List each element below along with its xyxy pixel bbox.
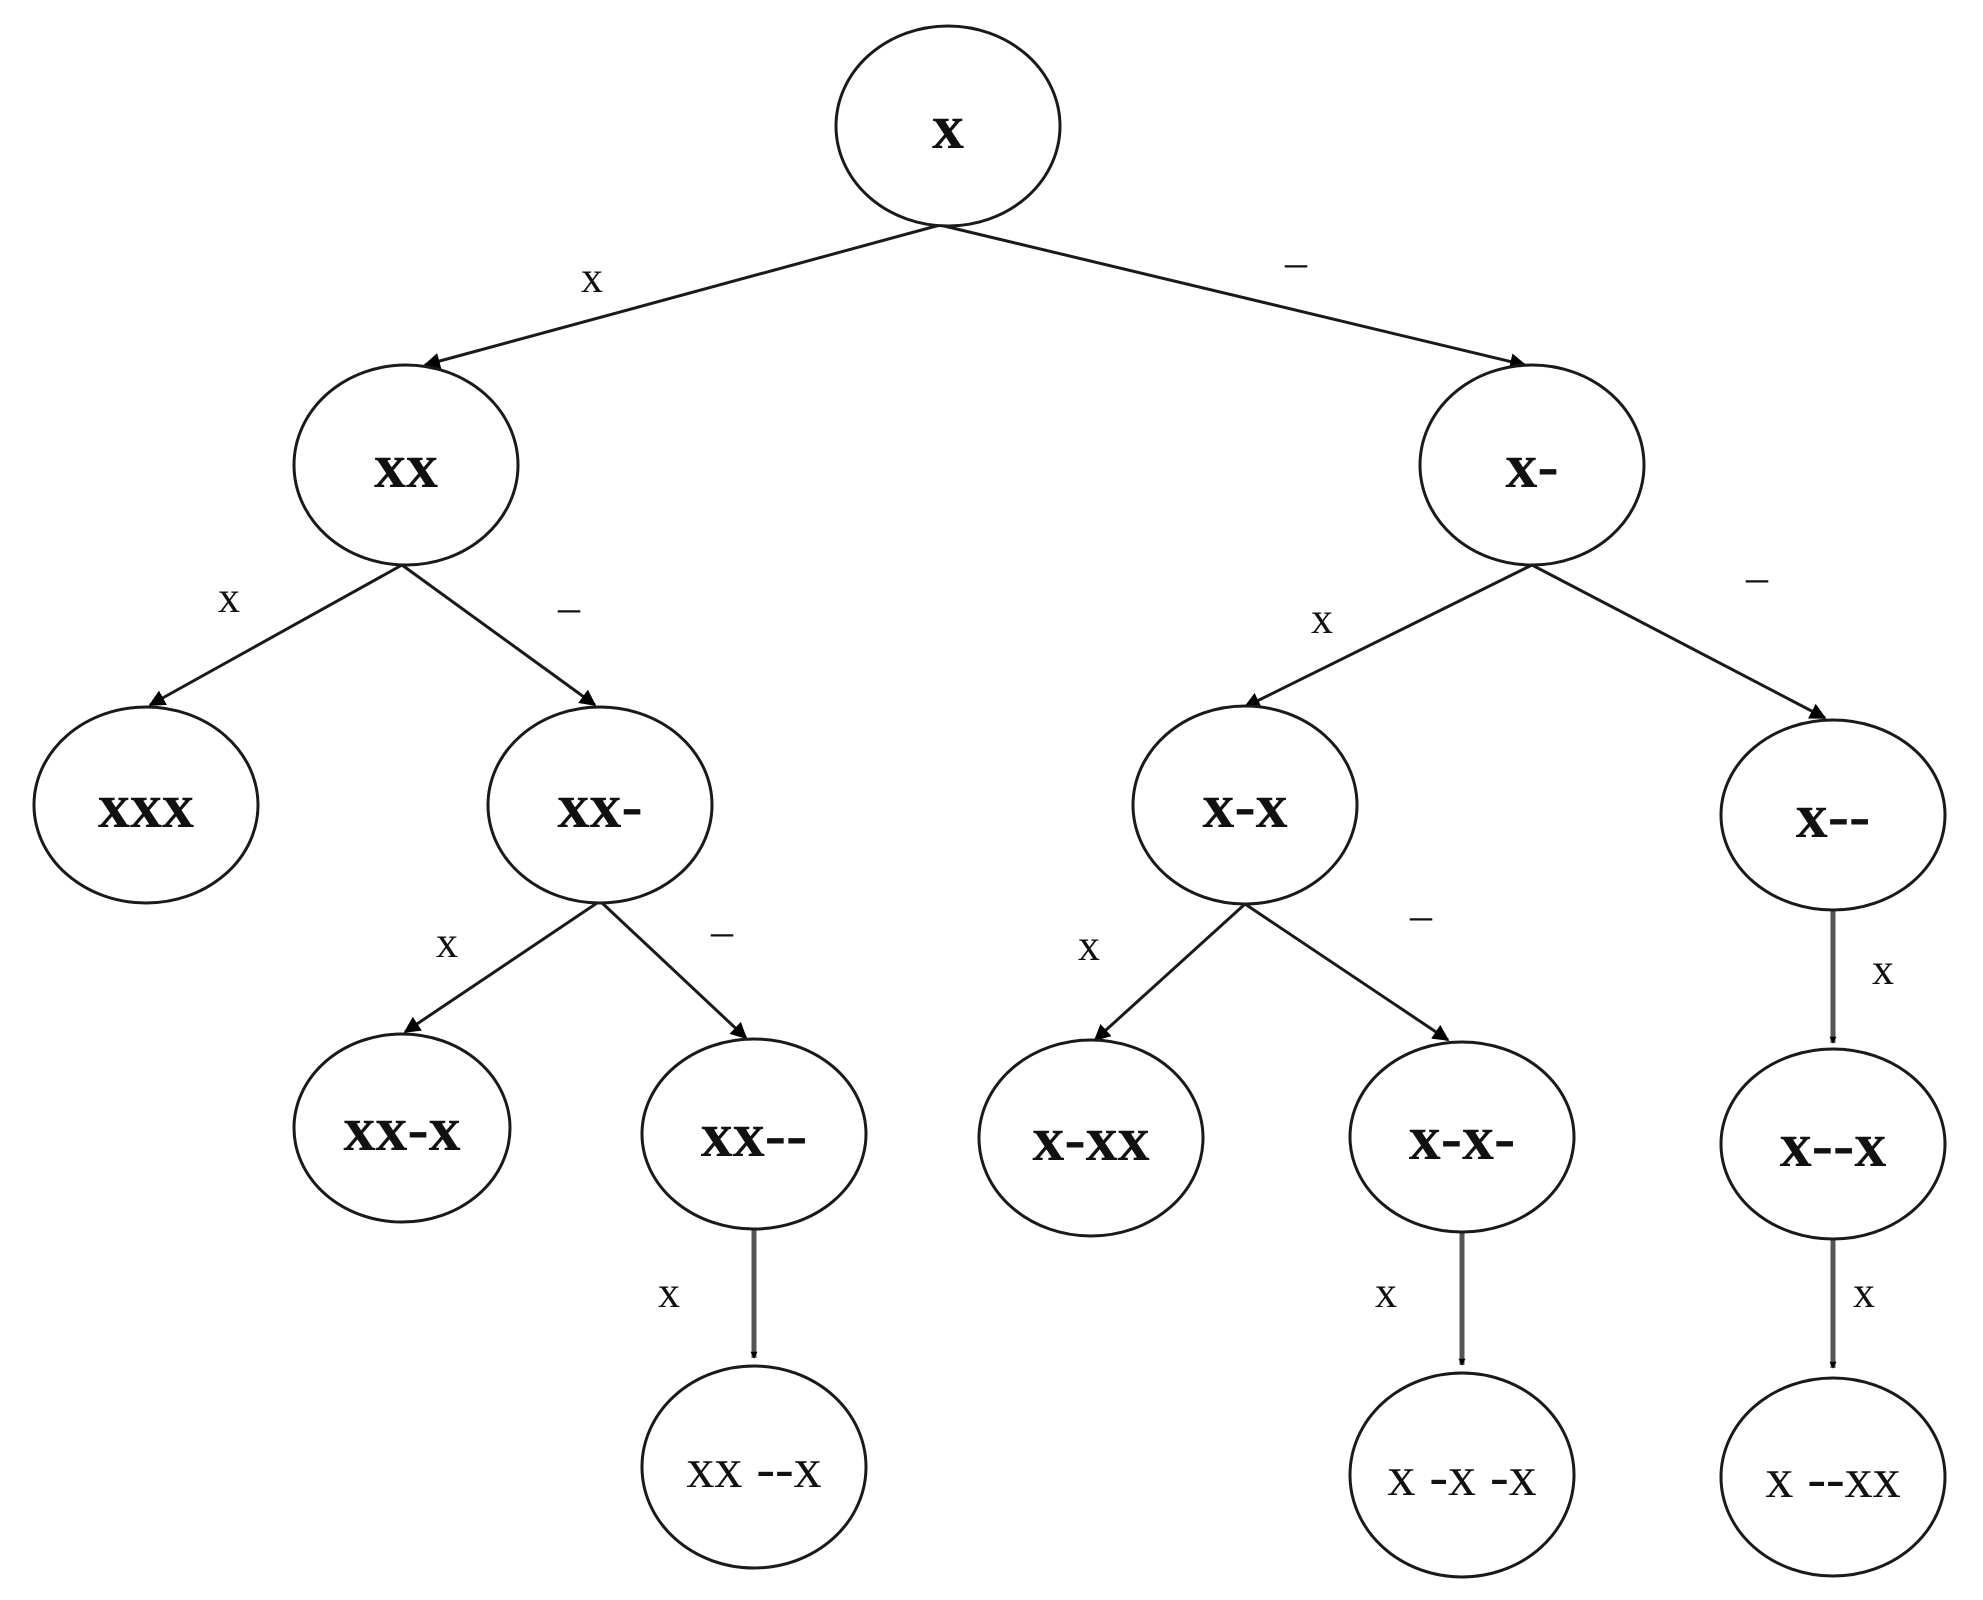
node-label: xx-	[557, 770, 642, 841]
edge-labels: x – x – x – x – x – x x x x	[218, 238, 1894, 1317]
edge-xx-dash-to-xx-dash-dash	[598, 899, 748, 1040]
edge-label: –	[1745, 553, 1769, 602]
node: xx --x	[640, 1364, 868, 1570]
node: x-x	[1131, 704, 1359, 906]
node: x-x-	[1348, 1040, 1576, 1234]
edge-label: x	[436, 918, 458, 967]
node-ellipse	[977, 1038, 1205, 1238]
node-label: x-x-	[1409, 1102, 1516, 1173]
edge-x-dash-to-x-x	[1243, 563, 1533, 709]
edge-label: –	[1409, 891, 1433, 940]
node-ellipse	[1719, 718, 1947, 912]
node-ellipse	[486, 705, 714, 905]
edge-label: x	[1853, 1268, 1875, 1317]
node: x -x -x	[1348, 1371, 1576, 1579]
node-label: x --xx	[1765, 1448, 1900, 1510]
node-label: x	[932, 91, 964, 162]
edge-label: x	[658, 1268, 680, 1317]
edge-xx-dash-to-xx-x	[403, 899, 601, 1034]
edge-x-to-x-dash	[939, 223, 1527, 370]
node: xxx	[32, 705, 260, 905]
node-ellipse	[292, 1032, 512, 1224]
edges	[148, 223, 1837, 1369]
node-label: x -x -x	[1387, 1446, 1536, 1508]
node-label: x-x	[1202, 770, 1287, 841]
node-ellipse	[1348, 1371, 1576, 1579]
edge-label: x	[1375, 1268, 1397, 1317]
edge-xx-to-xx-dash	[401, 563, 597, 707]
nodes: x xx x- xxx xx- x-x x-- xx-x	[32, 24, 1947, 1579]
edge-label: –	[557, 583, 581, 632]
node-label: xxx	[98, 770, 194, 841]
edge-label: –	[710, 907, 734, 956]
node: xx--	[640, 1037, 868, 1231]
edge-x-to-xx	[423, 223, 941, 370]
node-ellipse	[834, 24, 1062, 228]
node: xx-	[486, 705, 714, 905]
node-label: x-	[1505, 430, 1558, 501]
node-ellipse	[1719, 1047, 1947, 1241]
node: x --xx	[1719, 1376, 1947, 1578]
node-ellipse	[1348, 1040, 1576, 1234]
node-ellipse	[292, 363, 520, 567]
node-ellipse	[1418, 363, 1646, 567]
node-ellipse	[1719, 1376, 1947, 1578]
edge-xx-to-xxx	[148, 563, 403, 707]
node-label: xx	[374, 430, 438, 501]
edge-label: x	[1311, 594, 1333, 643]
node: x	[834, 24, 1062, 228]
edge-x-x-to-x-x-dash	[1244, 902, 1450, 1042]
node-label: x--x	[1780, 1109, 1887, 1180]
edge-label: x	[1078, 921, 1100, 970]
edge-label: x	[581, 253, 603, 302]
node-ellipse	[640, 1037, 868, 1231]
node-label: xx--	[701, 1099, 808, 1170]
node: xx	[292, 363, 520, 567]
edge-label: x	[1872, 945, 1894, 994]
node: xx-x	[292, 1032, 512, 1224]
edge-x-x-to-x-xx	[1093, 902, 1247, 1042]
node-ellipse	[640, 1364, 868, 1570]
edge-x-dash-to-x-dash-dash	[1531, 563, 1827, 720]
node-label: x-xx	[1032, 1103, 1149, 1174]
edge-label: x	[218, 573, 240, 622]
edge-label: –	[1284, 238, 1308, 287]
node: x--	[1719, 718, 1947, 912]
node-label: x--	[1796, 780, 1871, 851]
node-label: xx-x	[343, 1093, 460, 1164]
node: x-	[1418, 363, 1646, 567]
node: x-xx	[977, 1038, 1205, 1238]
node-ellipse	[32, 705, 260, 905]
node: x--x	[1719, 1047, 1947, 1241]
node-ellipse	[1131, 704, 1359, 906]
node-label: xx --x	[686, 1438, 821, 1500]
